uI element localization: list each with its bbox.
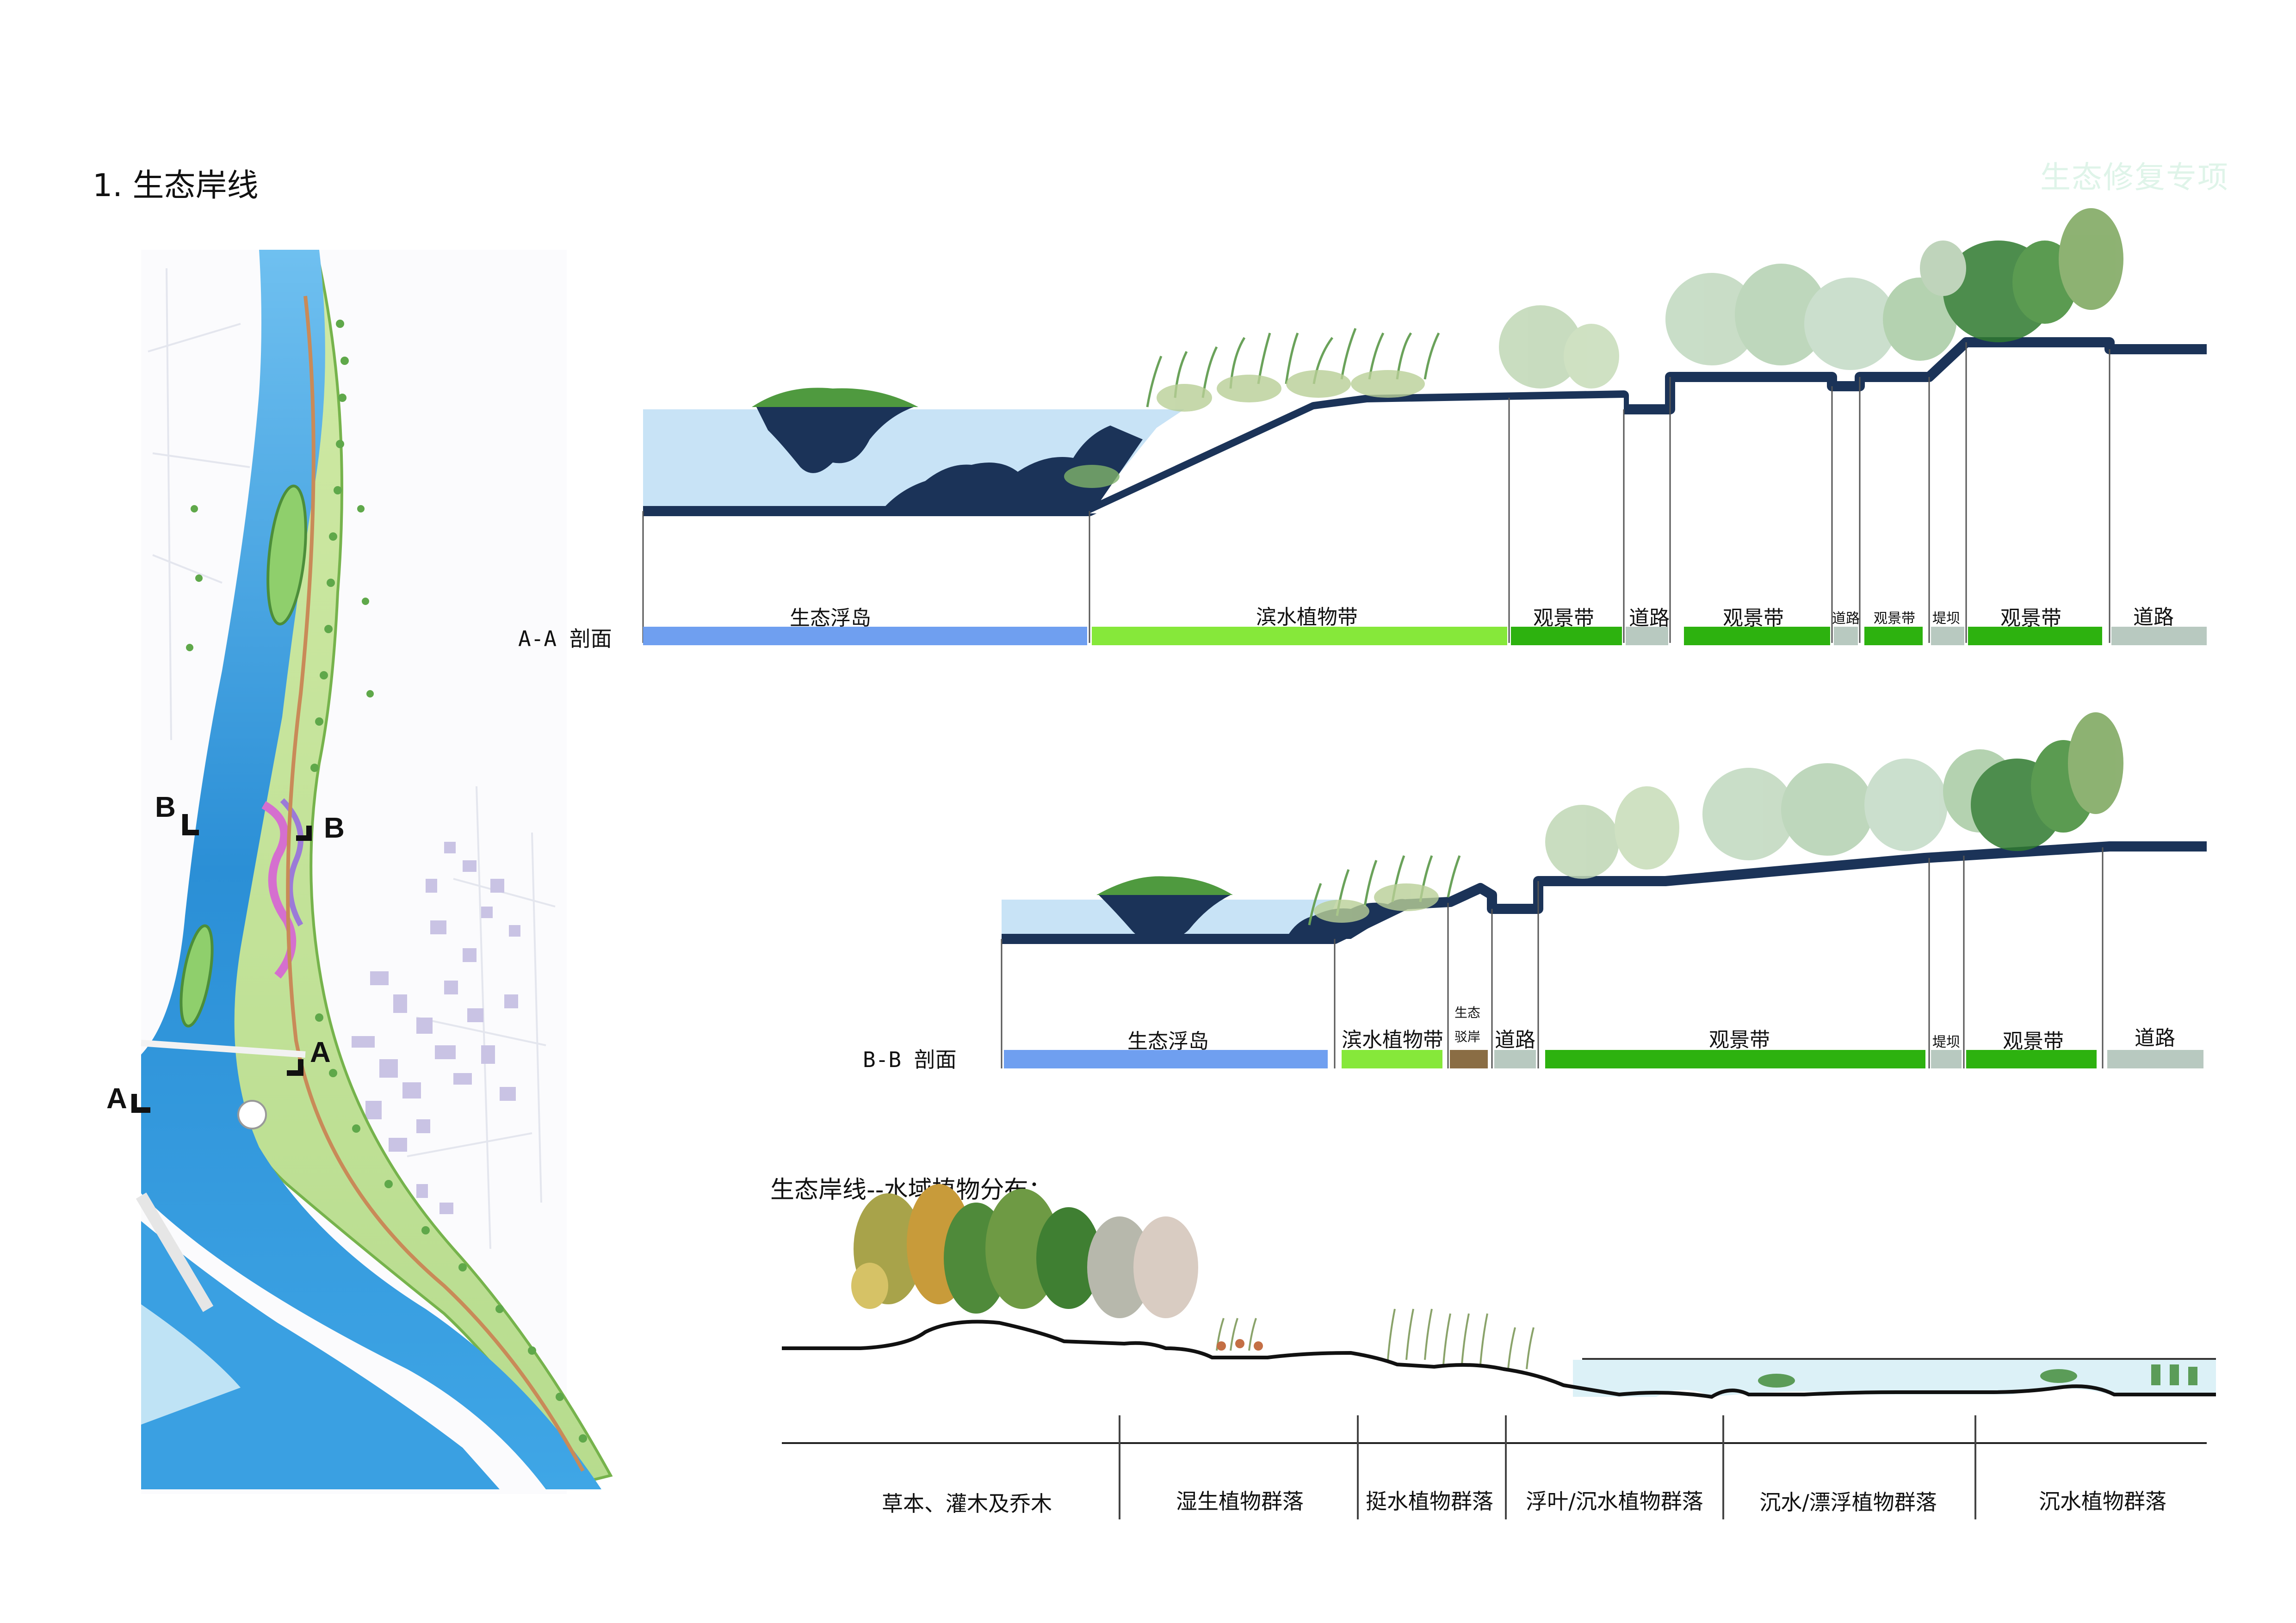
- bb-zone-label: 驳岸: [1454, 1029, 1481, 1044]
- aa-zone-label: 观景带: [1533, 606, 1594, 630]
- dist-ground-line: [782, 1320, 2216, 1399]
- bb-zone-bar: [1450, 1050, 1488, 1068]
- aa-zone-label: 道路: [2133, 605, 2174, 629]
- aa-zone-bar: [1968, 627, 2102, 645]
- aa-zone-bar: [1684, 627, 1830, 645]
- plaza: [237, 1100, 267, 1129]
- bb-zone-label: 生态: [1454, 1005, 1481, 1020]
- dist-zone-label: 沉水植物群落: [2039, 1489, 2166, 1514]
- aa-zone-bar: [1834, 627, 1858, 645]
- aa-zone-label: 道路: [1629, 606, 1670, 630]
- bb-zone-bar: [1966, 1050, 2097, 1068]
- aa-zone-bar: [1626, 627, 1668, 645]
- bb-trees: [1545, 712, 2123, 879]
- section-bb-label: B-B 剖面: [863, 1047, 957, 1072]
- bb-zone-bar: [1004, 1050, 1328, 1068]
- island-north: [266, 484, 307, 626]
- section-cut-markers: [131, 814, 312, 1113]
- dist-trees: [851, 1184, 1198, 1318]
- map-buildings: [352, 842, 520, 1214]
- aa-zone-label: 观景带: [1723, 606, 1784, 630]
- bb-zone-label: 堤坝: [1932, 1034, 1960, 1050]
- aa-trees: [1499, 208, 2123, 389]
- aa-zone-bar: [2111, 627, 2207, 645]
- bb-zone-label: 观景带: [1709, 1028, 1770, 1052]
- dist-zone-label: 浮叶/沉水植物群落: [1526, 1489, 1703, 1514]
- aa-zone-label: 滨水植物带: [1256, 605, 1358, 629]
- aa-zone-bar: [1864, 627, 1923, 645]
- island-south: [179, 924, 214, 1028]
- bb-zone-bar: [1545, 1050, 1925, 1068]
- marker-a-left: A: [106, 1083, 127, 1115]
- bb-zone-bar: [1342, 1050, 1442, 1068]
- aa-zone-label: 道路: [1832, 611, 1860, 627]
- dist-zone-label: 挺水植物群落: [1366, 1489, 1493, 1514]
- map-trees: [186, 320, 587, 1443]
- watermark: 生态修复专项: [2040, 160, 2229, 195]
- aa-zone-label: 堤坝: [1932, 611, 1960, 627]
- marker-b-right: B: [324, 812, 345, 844]
- bb-zone-label: 生态浮岛: [1127, 1030, 1209, 1053]
- section-aa-label: A-A 剖面: [518, 626, 612, 651]
- aa-zone-bar: [1092, 627, 1507, 645]
- bb-zone-dividers: [1001, 847, 2104, 1068]
- dist-grasses: [1216, 1308, 1535, 1370]
- bb-floating-island: [1099, 895, 1231, 938]
- dist-zone-label: 湿生植物群落: [1176, 1489, 1304, 1514]
- dist-zone-label: 沉水/漂浮植物群落: [1759, 1490, 1937, 1515]
- garden-path-pink: [261, 801, 297, 979]
- aa-zone-label: 生态浮岛: [790, 606, 871, 630]
- aa-ground-profile: [643, 337, 2207, 516]
- aa-zone-bar: [643, 627, 1087, 645]
- bb-zone-label: 观景带: [2003, 1030, 2064, 1053]
- aa-zone-bar: [1931, 627, 1964, 645]
- bb-zone-label: 道路: [2135, 1026, 2175, 1050]
- aa-zone-label: 观景带: [2000, 606, 2061, 630]
- bb-zone-bar: [2107, 1050, 2203, 1068]
- aa-zone-label: 观景带: [1874, 611, 1915, 627]
- marker-b-left: B: [155, 791, 176, 823]
- aa-zone-bar: [1511, 627, 1622, 645]
- bb-zone-label: 道路: [1495, 1028, 1535, 1052]
- aa-floating-island: [756, 407, 914, 473]
- aa-zone-dividers: [642, 342, 2110, 643]
- bridge-south: [136, 1192, 214, 1312]
- dist-zone-label: 草本、灌木及乔木: [882, 1491, 1052, 1516]
- river: [141, 250, 601, 1489]
- bb-zone-bar: [1494, 1050, 1536, 1068]
- bb-zone-label: 滨水植物带: [1342, 1028, 1443, 1052]
- bb-zone-bar: [1931, 1050, 1962, 1068]
- dist-zone-dividers: [1119, 1415, 1976, 1519]
- page-title: 1. 生态岸线: [93, 167, 259, 204]
- bridge-north: [141, 1040, 306, 1058]
- marker-a-right: A: [310, 1037, 331, 1068]
